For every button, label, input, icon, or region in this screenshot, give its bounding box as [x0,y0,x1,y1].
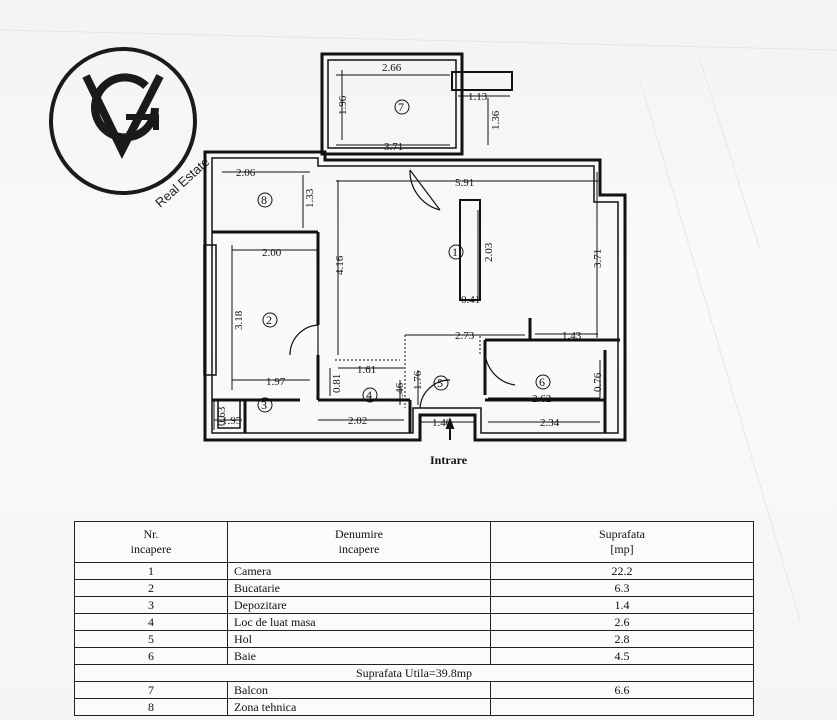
useful-area-summary: Suprafata Utila=39.8mp [74,664,754,682]
header-nr: Nr. incapere [74,521,228,563]
header-name: Denumire incapere [227,521,491,563]
dim-label: 1.61 [357,364,376,376]
dim-label: 1.97 [266,376,286,388]
dim-label: 0.76 [592,372,604,392]
dim-label: 1.13 [468,91,488,103]
dim-label: 2.62 [532,393,551,405]
room-number: 1 [452,245,458,259]
dim-label: 1.95 [222,415,242,427]
room-number: 5 [437,376,443,390]
balcony-wall [320,52,464,156]
room-number: 4 [366,388,372,402]
paper-texture [0,29,837,621]
dim-label: 2.02 [348,415,367,427]
dim-label: 1.96 [337,95,349,115]
header-area: Suprafata [mp] [490,521,754,563]
summary-row: Suprafata Utila=39.8mp [74,664,754,682]
room-numbers: 1 2 3 4 5 6 7 8 [257,99,551,413]
plan-walls [203,52,627,442]
dim-label: 2.66 [382,62,402,74]
logo-circle [49,47,197,195]
dim-label: 1.36 [490,110,502,130]
entrance-arrow-icon [445,417,455,440]
dim-label: 2.00 [262,247,282,259]
entrance-marker: Intrare [430,417,468,467]
dim-label: 1.76 [412,370,424,390]
door-entrance [419,379,451,409]
door-kitchen [289,324,319,356]
door-swings [289,169,516,409]
dim-label: 2.06 [236,167,256,179]
dim-label: 3.71 [592,249,604,268]
dim-label: 2.03 [483,242,495,262]
dim-label: 3.71 [384,141,403,153]
dim-label: 1.33 [304,188,316,208]
logo-g-mark [91,73,159,142]
dim-label: 4.16 [334,255,346,275]
room-number: 6 [539,375,545,389]
room-area-table: Nr. incapere Denumire incapere Suprafata… [74,521,754,716]
dim-label: 2.73 [455,330,475,342]
dim-label: 1.43 [562,330,582,342]
dim-label: 0.41 [461,294,480,306]
dim-label: 0.63 [216,406,228,426]
room-number: 3 [261,398,267,412]
door-balcony [409,169,441,211]
table-header-row: Nr. incapere Denumire incapere Suprafata… [74,521,754,563]
room-number: 7 [398,100,404,114]
dimension-labels: 2.66 1.96 1.13 1.36 3.71 5.91 2.06 1.33 … [216,62,604,429]
dim-label: 1.46 [394,382,406,402]
door-bath [484,349,516,386]
dimension-lines [213,70,601,430]
dim-label: 2.34 [540,417,560,429]
entrance-label: Intrare [430,453,468,467]
company-logo: Real Estate [49,47,212,210]
room-number: 2 [266,313,272,327]
room-number: 8 [261,193,267,207]
dim-label: 5.91 [455,177,474,189]
dim-label: 3.18 [233,310,245,330]
dim-label: 0.81 [331,374,343,393]
